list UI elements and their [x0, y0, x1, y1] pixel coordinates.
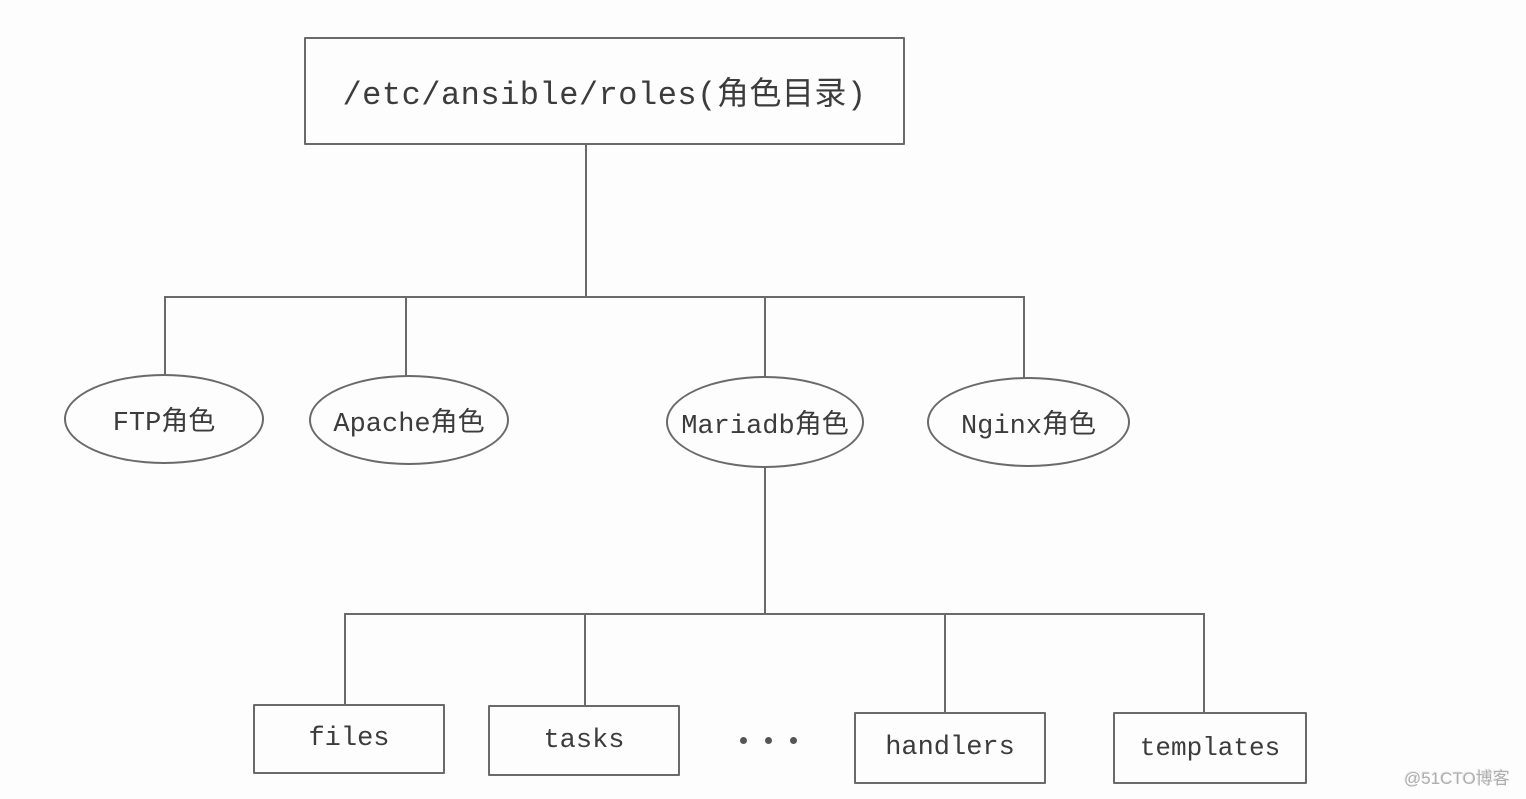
connector-drop-handlers [944, 613, 946, 714]
child-tasks-label: tasks [543, 725, 625, 756]
connector-drop-ftp [164, 296, 166, 376]
root-directory-node: /etc/ansible/roles(角色目录) [304, 37, 905, 145]
child-node-tasks: tasks [488, 705, 680, 776]
root-directory-label: /etc/ansible/roles(角色目录) [342, 77, 867, 114]
connector-drop-templates [1203, 613, 1205, 714]
connector-mariadb-to-bus [764, 466, 766, 615]
site-watermark: @51CTO博客 [1404, 769, 1510, 788]
child-node-templates: templates [1113, 712, 1307, 784]
role-apache-label: Apache角色 [333, 410, 485, 440]
connector-bus-level2 [344, 613, 1205, 615]
child-templates-label: templates [1139, 733, 1281, 763]
connector-drop-tasks [584, 613, 586, 707]
role-node-mariadb: Mariadb角色 [666, 376, 864, 468]
ellipsis-dot-icon [790, 737, 797, 744]
role-node-ftp: FTP角色 [64, 374, 264, 464]
connector-drop-mariadb [764, 296, 766, 378]
connector-drop-nginx [1023, 296, 1025, 379]
child-node-handlers: handlers [854, 712, 1046, 784]
child-node-files: files [253, 704, 445, 774]
role-node-apache: Apache角色 [309, 375, 509, 465]
role-ftp-label: FTP角色 [112, 409, 216, 439]
role-node-nginx: Nginx角色 [927, 377, 1130, 467]
connector-bus-level1 [164, 296, 1025, 298]
connector-drop-files [344, 613, 346, 706]
child-handlers-label: handlers [885, 733, 1015, 763]
connector-root-to-bus [585, 145, 587, 297]
role-mariadb-label: Mariadb角色 [681, 412, 849, 442]
role-nginx-label: Nginx角色 [960, 412, 1096, 442]
ellipsis-dot-icon [740, 737, 747, 744]
connector-drop-apache [405, 296, 407, 377]
child-files-label: files [308, 724, 390, 754]
ellipsis-dot-icon [765, 737, 772, 744]
